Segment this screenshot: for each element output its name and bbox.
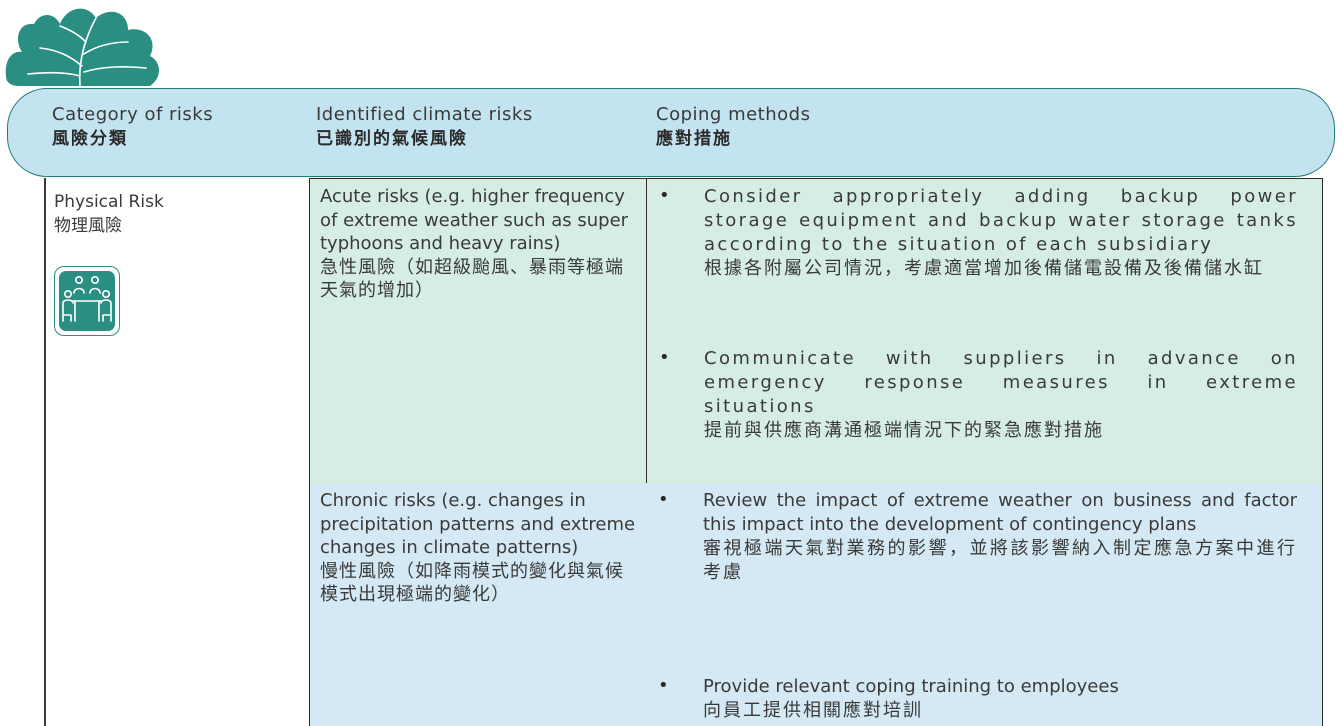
measure-zh: 根據各附屬公司情況，考慮適當增加後備儲電設備及後備儲水缸	[704, 258, 1264, 279]
header-category-zh: 風險分類	[52, 129, 128, 149]
coping-methods-cell-chronic: • Review the impact of extreme weather o…	[646, 483, 1323, 726]
measure-en: Consider appropriately adding backup pow…	[704, 186, 1298, 255]
header-identified-risks: Identified climate risks 已識別的氣候風險	[316, 103, 533, 151]
measure-item: Provide relevant coping training to empl…	[703, 675, 1297, 723]
leaf-decoration-icon	[5, 8, 160, 87]
coping-methods-cell-acute: • Consider appropriately adding backup p…	[646, 178, 1323, 485]
risk-cause-cell-acute: Acute risks (e.g. higher frequency of ex…	[309, 178, 648, 485]
measure-item: Communicate with suppliers in advance on…	[704, 347, 1298, 443]
risk-cause-en: Chronic risks (e.g. changes in precipita…	[320, 490, 636, 558]
header-category-en: Category of risks	[52, 104, 214, 125]
category-title-en: Physical Risk	[54, 192, 164, 212]
header-identified-risks-en: Identified climate risks	[316, 104, 533, 125]
risk-cause-en: Acute risks (e.g. higher frequency of ex…	[320, 186, 629, 254]
column-divider	[44, 178, 46, 726]
measure-item: Review the impact of extreme weather on …	[703, 489, 1297, 585]
risk-cause-zh: 急性風險（如超級颱風、暴雨等極端天氣的增加）	[320, 256, 624, 302]
measure-item: Consider appropriately adding backup pow…	[704, 185, 1298, 281]
category-title-zh: 物理風險	[54, 216, 122, 236]
table-header	[7, 88, 1335, 177]
measure-en: Review the impact of extreme weather on …	[703, 490, 1297, 535]
header-coping-methods-en: Coping methods	[656, 104, 811, 125]
bullet: •	[659, 347, 670, 368]
bullet: •	[658, 489, 669, 510]
category-cell: Physical Risk 物理風險	[54, 190, 164, 238]
measure-en: Communicate with suppliers in advance on…	[704, 348, 1298, 417]
people-meeting-icon	[54, 266, 120, 336]
measure-zh: 提前與供應商溝通極端情況下的緊急應對措施	[704, 420, 1104, 441]
measure-zh: 向員工提供相關應對培訓	[703, 700, 923, 721]
header-coping-methods-zh: 應對措施	[656, 129, 732, 149]
risk-cause-cell-chronic: Chronic risks (e.g. changes in precipita…	[309, 483, 648, 726]
header-coping-methods: Coping methods 應對措施	[656, 103, 810, 151]
header-identified-risks-zh: 已識別的氣候風險	[316, 129, 468, 149]
measure-en: Provide relevant coping training to empl…	[703, 676, 1119, 697]
risk-cause-zh: 慢性風險（如降雨模式的變化與氣候模式出現極端的變化）	[320, 560, 624, 606]
measure-zh: 審視極端天氣對業務的影響，並將該影響納入制定應急方案中進行考慮	[703, 538, 1297, 583]
header-category: Category of risks 風險分類	[52, 103, 213, 151]
bullet: •	[659, 185, 670, 206]
bullet: •	[658, 675, 669, 696]
